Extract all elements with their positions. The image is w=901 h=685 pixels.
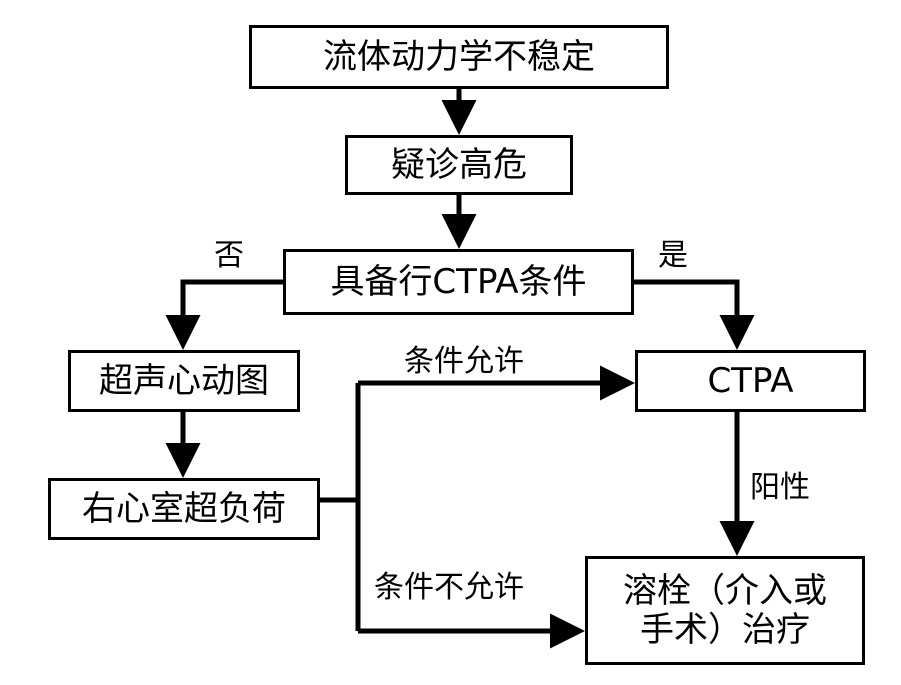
edge-decision-no-to-echo	[165, 279, 283, 351]
edge-label-yes: 是	[658, 230, 688, 274]
node-ctpa-eligible-decision[interactable]: 具备行CTPA条件	[283, 249, 634, 315]
node-label: 疑诊高危	[391, 144, 527, 185]
edge-label-text: 否	[214, 238, 244, 273]
node-suspected-high-risk[interactable]: 疑诊高危	[345, 135, 573, 195]
node-rv-overload[interactable]: 右心室超负荷	[48, 478, 320, 540]
node-label: 超声心动图	[99, 360, 269, 401]
edge-decision-yes-to-ctpa	[634, 279, 755, 351]
node-hemodynamic-instability[interactable]: 流体动力学不稳定	[249, 25, 669, 89]
edge-label-no: 否	[214, 230, 244, 274]
edge-label-conditions-allow: 条件允许	[404, 336, 524, 380]
node-label: 溶栓（介入或 手术）治疗	[623, 571, 827, 650]
edge-label-text: 是	[658, 238, 688, 273]
edge-rv-to-junction	[320, 383, 361, 631]
node-label: 具备行CTPA条件	[330, 261, 587, 302]
node-label: CTPA	[707, 360, 794, 401]
edge-label-text: 条件不允许	[374, 570, 524, 605]
edge-label-conditions-not-allow: 条件不允许	[374, 562, 524, 606]
node-label: 右心室超负荷	[82, 488, 286, 529]
node-thrombolysis-treatment[interactable]: 溶栓（介入或 手术）治疗	[585, 556, 865, 665]
edge-label-text: 条件允许	[404, 344, 524, 379]
edge-label-positive: 阳性	[750, 462, 810, 506]
node-ctpa[interactable]: CTPA	[635, 350, 866, 412]
node-label: 流体动力学不稳定	[323, 36, 595, 77]
edge-label-text: 阳性	[750, 470, 810, 505]
node-echocardiography[interactable]: 超声心动图	[68, 350, 300, 412]
